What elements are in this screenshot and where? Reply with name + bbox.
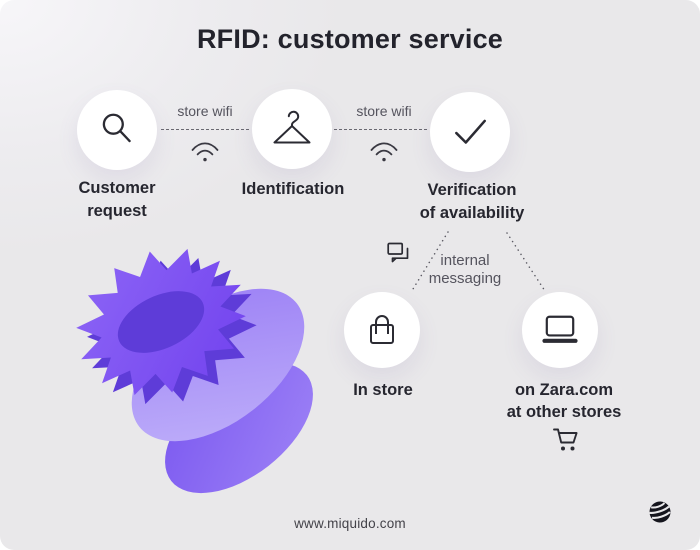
page-title: RFID: customer service [196,24,503,54]
step-label-customer-request: Customer request [78,179,156,220]
step-node-identification [252,89,332,169]
step-label-identification: Identification [241,180,345,198]
connector-label-store-wifi-2: store wifi [356,103,412,119]
step-label-verification: Verification of availability [419,181,525,222]
miquido-logo [649,501,671,523]
dashed-connector-1 [161,129,249,130]
outcome-node-online [522,292,598,368]
gear-ring [76,248,257,405]
internal-messaging-label: internal messaging [428,252,502,287]
connector-label-store-wifi-1: store wifi [177,103,233,119]
step-node-verification [430,92,510,172]
footer-url: www.miquido.com [294,516,406,531]
cart-icon [553,428,578,451]
outcome-node-in-store [344,292,420,368]
check-icon [455,119,486,144]
laptop-icon [542,315,578,343]
outcome-label-online: on Zara.com at other stores [506,381,622,421]
shopping-bag-icon [370,315,394,344]
search-icon [102,113,131,143]
step-node-customer-request [77,90,157,170]
rfid-tag-3d-illustration [76,248,313,494]
dashed-connector-2 [334,129,427,130]
outcome-label-in-store: In store [353,381,413,399]
disc-back [165,362,313,494]
wifi-icon [191,142,219,162]
wifi-icon [370,142,398,162]
hanger-icon [273,110,311,144]
chat-icon [387,242,409,263]
